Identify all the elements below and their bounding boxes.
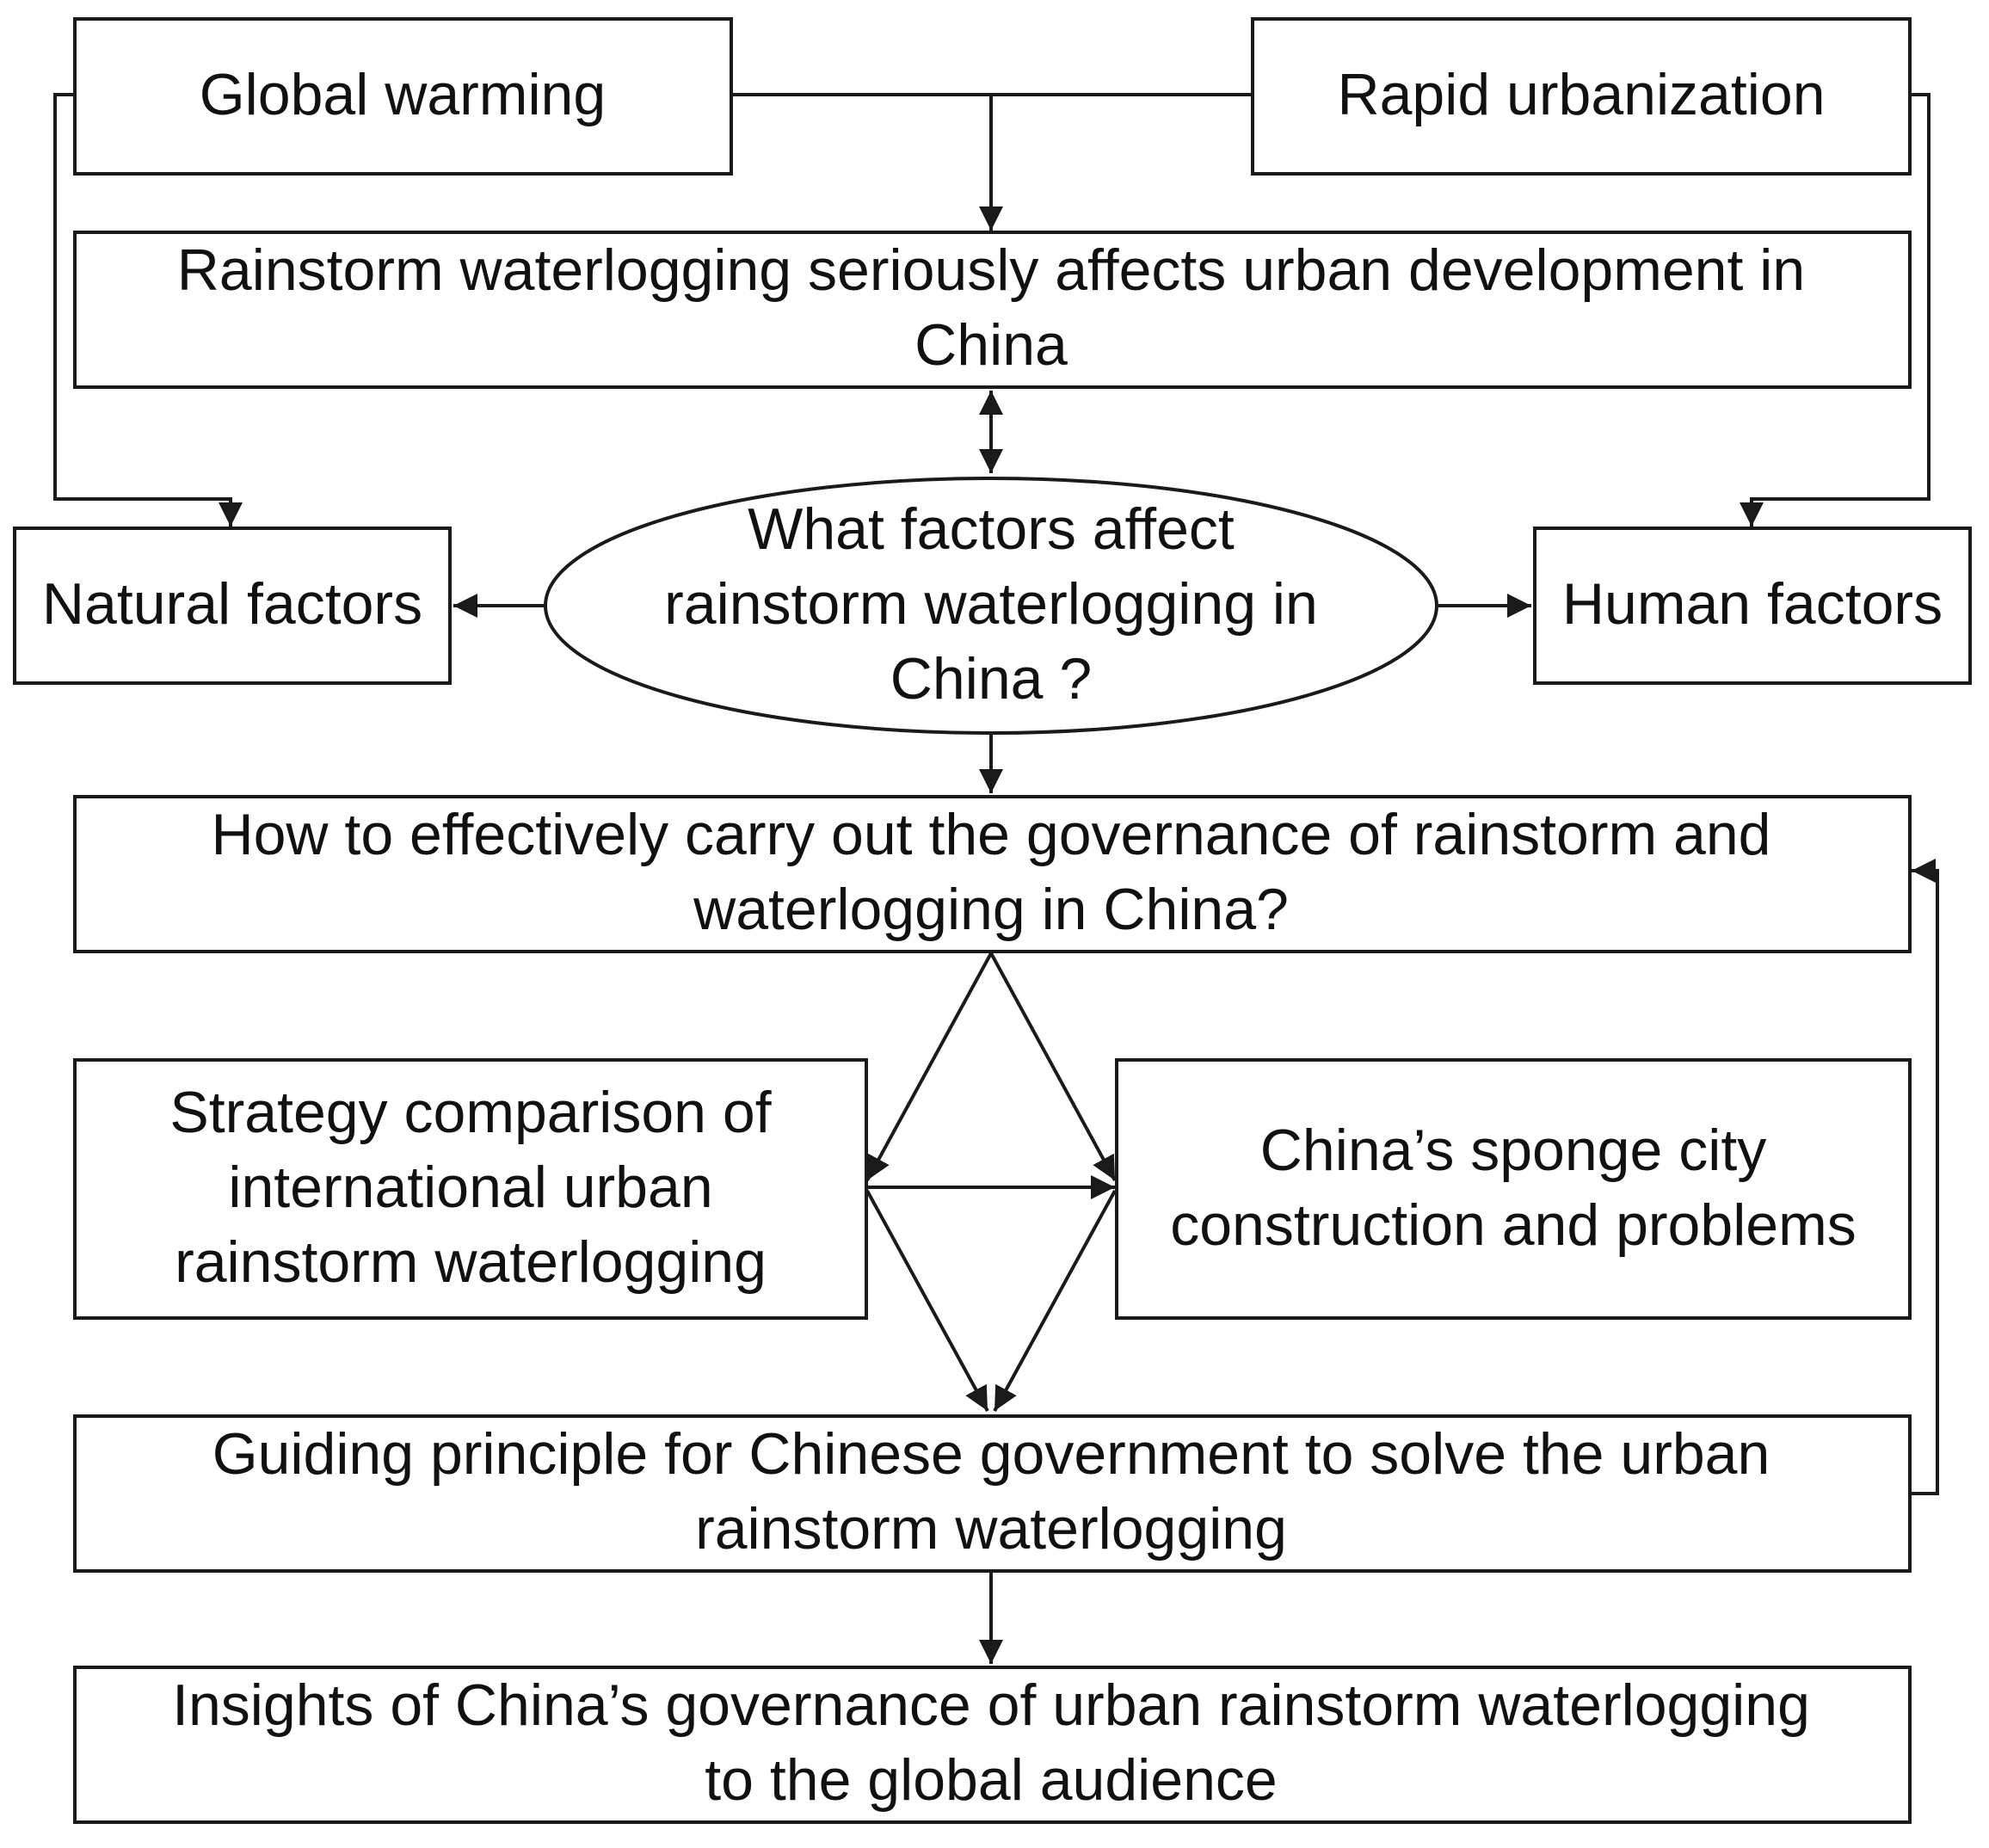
node-guiding-principle-line-1: Guiding principle for Chinese government… — [212, 1421, 1770, 1487]
edge-global-warming-to-natural-factors — [53, 93, 243, 527]
node-human-factors-label: Human factors — [1562, 571, 1943, 637]
node-guiding-principle-line-2: rainstorm waterlogging — [695, 1496, 1287, 1562]
node-sponge-city-line-1: China’s sponge city — [1260, 1118, 1766, 1183]
node-governance-question-line-2: waterlogging in China? — [693, 877, 1289, 942]
edges — [53, 93, 1939, 1664]
node-question-factors-line-2: rainstorm waterlogging in — [664, 571, 1318, 637]
node-global-warming-label: Global warming — [200, 62, 606, 127]
edge-guiding-principle-feedback-to-governance — [1910, 859, 1939, 1495]
node-rapid-urbanization-label: Rapid urbanization — [1337, 62, 1825, 127]
node-question-factors-line-3: China ? — [890, 646, 1092, 711]
edge-governance-to-strategy-comparison — [865, 952, 993, 1181]
node-insights-line-2: to the global audience — [705, 1747, 1277, 1813]
node-insights: Insights of China’s governance of urban … — [73, 1666, 1912, 1824]
node-sponge-city: China’s sponge city construction and pro… — [1115, 1058, 1912, 1320]
node-strategy-comparison-line-1: Strategy comparison of — [169, 1080, 771, 1145]
edge-rapid-urbanization-to-human-factors — [1740, 93, 1931, 527]
node-global-warming: Global warming — [73, 17, 733, 176]
node-question-factors: What factors affect rainstorm waterloggi… — [544, 477, 1438, 735]
node-governance-question-line-1: How to effectively carry out the governa… — [212, 802, 1771, 867]
node-rainstorm-effects-line-2: China — [914, 312, 1068, 378]
node-human-factors: Human factors — [1533, 527, 1972, 685]
node-rapid-urbanization: Rapid urbanization — [1251, 17, 1912, 176]
node-rainstorm-effects: Rainstorm waterlogging seriously affects… — [73, 231, 1912, 389]
edge-strategy-comparison-to-guiding-principle — [865, 1190, 989, 1412]
node-rainstorm-effects-line-1: Rainstorm waterlogging seriously affects… — [177, 237, 1805, 303]
edge-governance-to-sponge-city — [989, 952, 1117, 1181]
node-strategy-comparison: Strategy comparison of international urb… — [73, 1058, 868, 1320]
edge-sponge-city-to-guiding-principle — [993, 1190, 1117, 1412]
node-guiding-principle: Guiding principle for Chinese government… — [73, 1414, 1912, 1573]
node-sponge-city-line-2: construction and problems — [1170, 1192, 1857, 1258]
node-question-factors-line-1: What factors affect — [748, 496, 1235, 562]
node-natural-factors-label: Natural factors — [42, 571, 422, 637]
node-natural-factors: Natural factors — [13, 527, 452, 685]
node-insights-line-1: Insights of China’s governance of urban … — [172, 1672, 1810, 1738]
node-strategy-comparison-line-2: international urban — [228, 1155, 712, 1220]
node-governance-question: How to effectively carry out the governa… — [73, 795, 1912, 953]
node-strategy-comparison-line-3: rainstorm waterlogging — [175, 1229, 767, 1295]
